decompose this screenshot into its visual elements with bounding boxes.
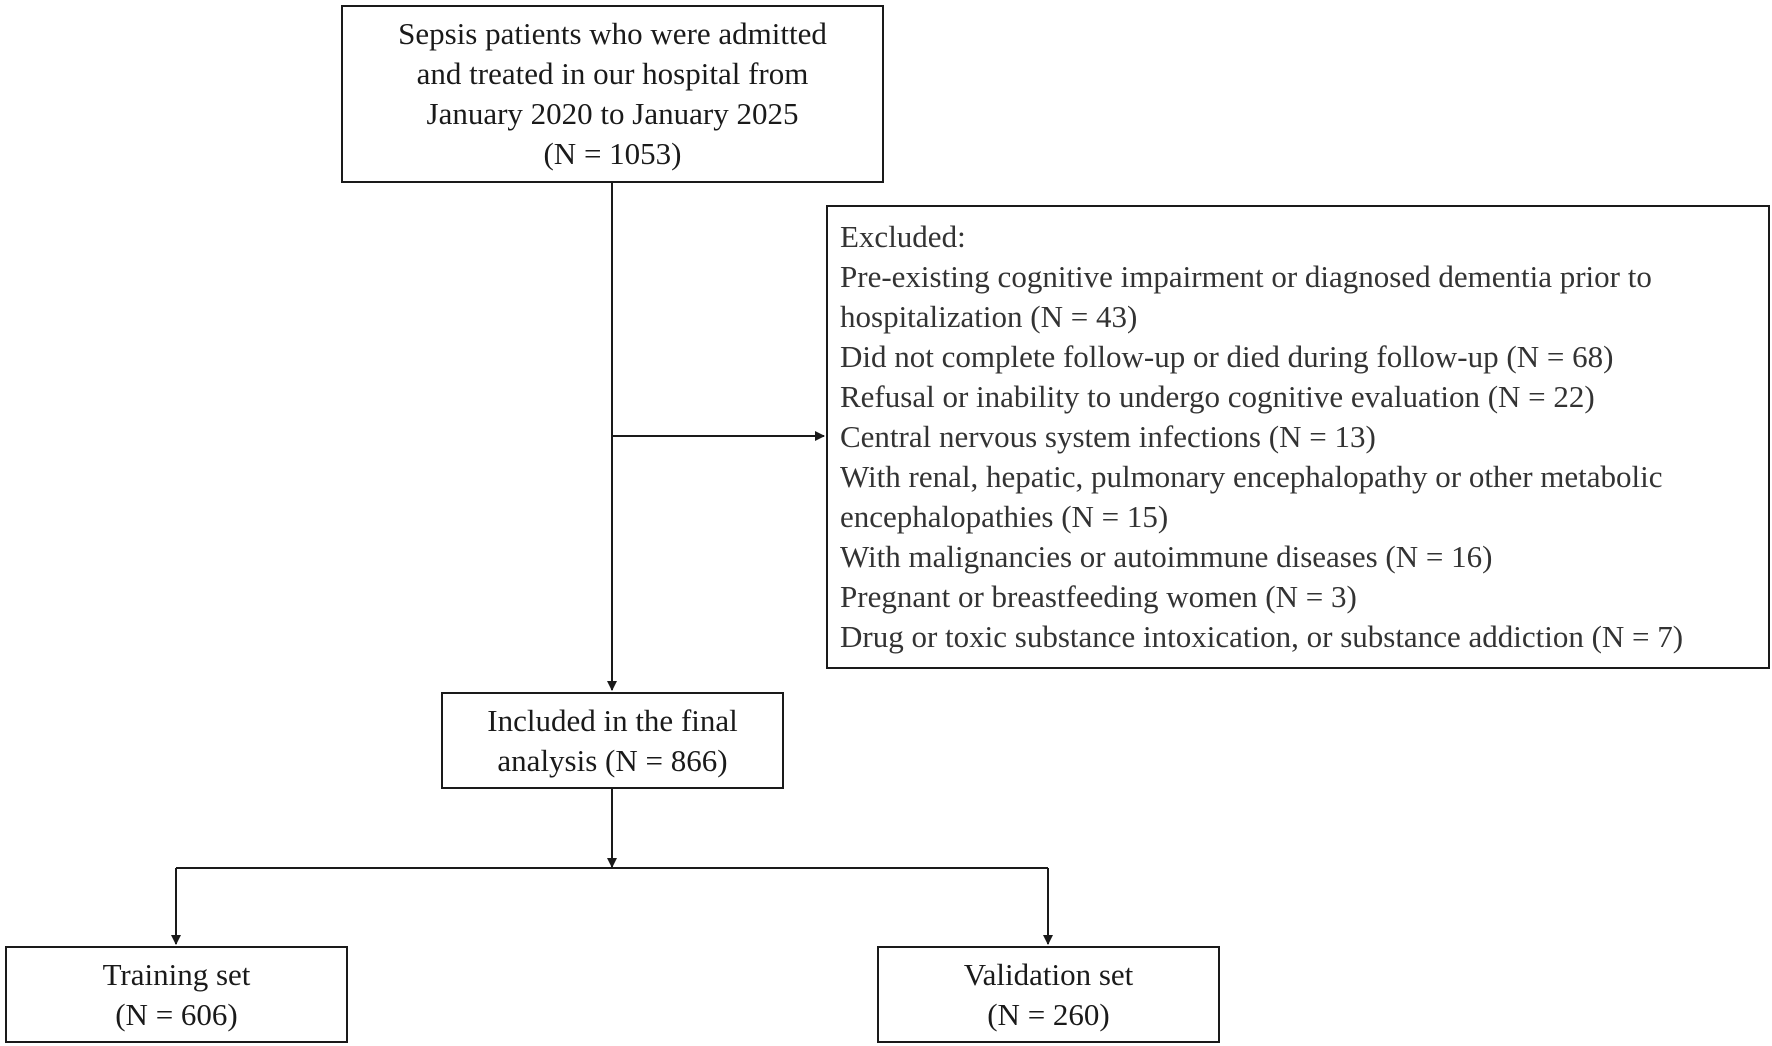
box-text-line: analysis (N = 866) <box>497 742 728 778</box>
box-text-line: Included in the final <box>487 702 738 738</box>
box-text-line: Training set <box>102 956 251 992</box>
box-text-line: (N = 1053) <box>543 136 682 171</box>
validation-set-box: Validation set (N = 260) <box>877 946 1220 1043</box>
excluded-heading: Excluded: <box>840 219 966 254</box>
box-text-line: (N = 260) <box>987 996 1110 1032</box>
excluded-box: Excluded: Pre-existing cognitive impairm… <box>826 205 1770 669</box>
exclusion-criterion: With malignancies or autoimmune diseases… <box>840 539 1493 574</box>
sepsis-patients-box: Sepsis patients who were admitted and tr… <box>341 5 884 183</box>
exclusion-criterion: encephalopathies (N = 15) <box>840 499 1169 534</box>
included-analysis-box: Included in the final analysis (N = 866) <box>441 692 784 789</box>
exclusion-criterion: hospitalization (N = 43) <box>840 299 1138 334</box>
exclusion-criterion: Drug or toxic substance intoxication, or… <box>840 619 1684 654</box>
box-text-line: Validation set <box>963 956 1134 992</box>
training-set-box: Training set (N = 606) <box>5 946 348 1043</box>
exclusion-criterion: With renal, hepatic, pulmonary encephalo… <box>840 459 1663 494</box>
exclusion-criterion: Central nervous system infections (N = 1… <box>840 419 1376 454</box>
box-text-line: and treated in our hospital from <box>416 56 809 91</box>
box-text-line: January 2020 to January 2025 <box>426 96 799 131</box>
box-text-line: (N = 606) <box>115 996 238 1032</box>
exclusion-criterion: Did not complete follow-up or died durin… <box>840 339 1614 374</box>
exclusion-criterion: Refusal or inability to undergo cognitiv… <box>840 379 1595 414</box>
box-text-line: Sepsis patients who were admitted <box>398 16 827 51</box>
exclusion-criterion: Pre-existing cognitive impairment or dia… <box>840 259 1652 294</box>
exclusion-criterion: Pregnant or breastfeeding women (N = 3) <box>840 579 1357 614</box>
